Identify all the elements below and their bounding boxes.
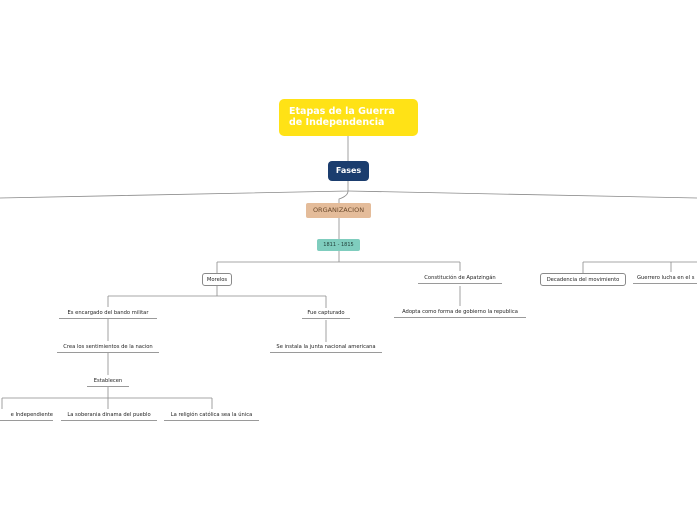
guerrero-topic[interactable]: Guerrero lucha en el s [633,274,697,284]
religion-topic[interactable]: La religión católica sea la única [164,411,259,421]
organizacion-topic[interactable]: ORGANIZACION [306,203,371,218]
morelos-topic[interactable]: Morelos [202,273,232,286]
independiente-topic[interactable]: e Independiente [0,411,53,421]
soberania-topic[interactable]: La soberania dinama del pueblo [61,411,157,421]
constitucion-topic[interactable]: Constitución de Apatzingán [418,274,502,284]
decadencia-topic[interactable]: Decadencia del movimiento [540,273,626,286]
junta-nacional-topic[interactable]: Se instala la junta nacional americana [270,343,382,353]
bando-militar-topic[interactable]: Es encargado del bando militar [59,309,157,319]
sentimientos-nacion-topic[interactable]: Crea los sentimientos de la nacion [57,343,159,353]
fases-topic[interactable]: Fases [328,161,369,181]
root-topic[interactable]: Etapas de la Guerra de Independencia [279,99,418,136]
establecen-topic[interactable]: Establecen [87,377,129,387]
period-topic[interactable]: 1811 - 1815 [317,239,360,251]
republica-topic[interactable]: Adopta como forma de gobierno la republi… [394,308,526,318]
capturado-topic[interactable]: Fue capturado [302,309,350,319]
